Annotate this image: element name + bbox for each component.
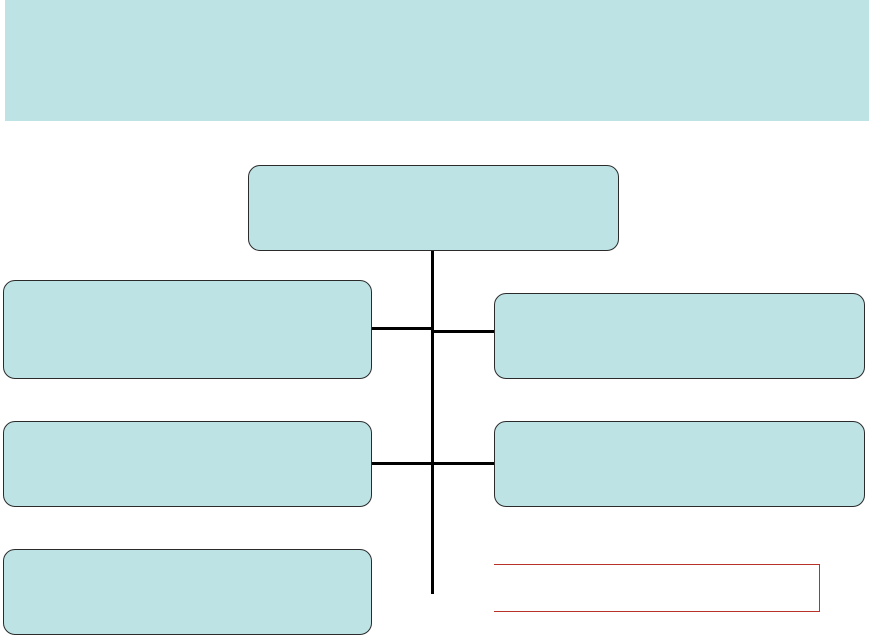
left-node-1	[3, 280, 372, 379]
root-node	[248, 165, 619, 251]
branch-right-2-connector	[432, 462, 495, 465]
left-node-2	[3, 421, 372, 507]
branch-left-2-connector	[371, 462, 433, 465]
branch-left-1-connector	[371, 327, 433, 330]
branch-right-1-connector	[432, 330, 495, 333]
left-node-3	[3, 549, 372, 635]
right-node-2	[494, 421, 865, 507]
right-node-1	[494, 293, 865, 379]
header-band	[5, 0, 869, 121]
highlight-box	[494, 564, 820, 612]
trunk-connector	[431, 251, 434, 594]
